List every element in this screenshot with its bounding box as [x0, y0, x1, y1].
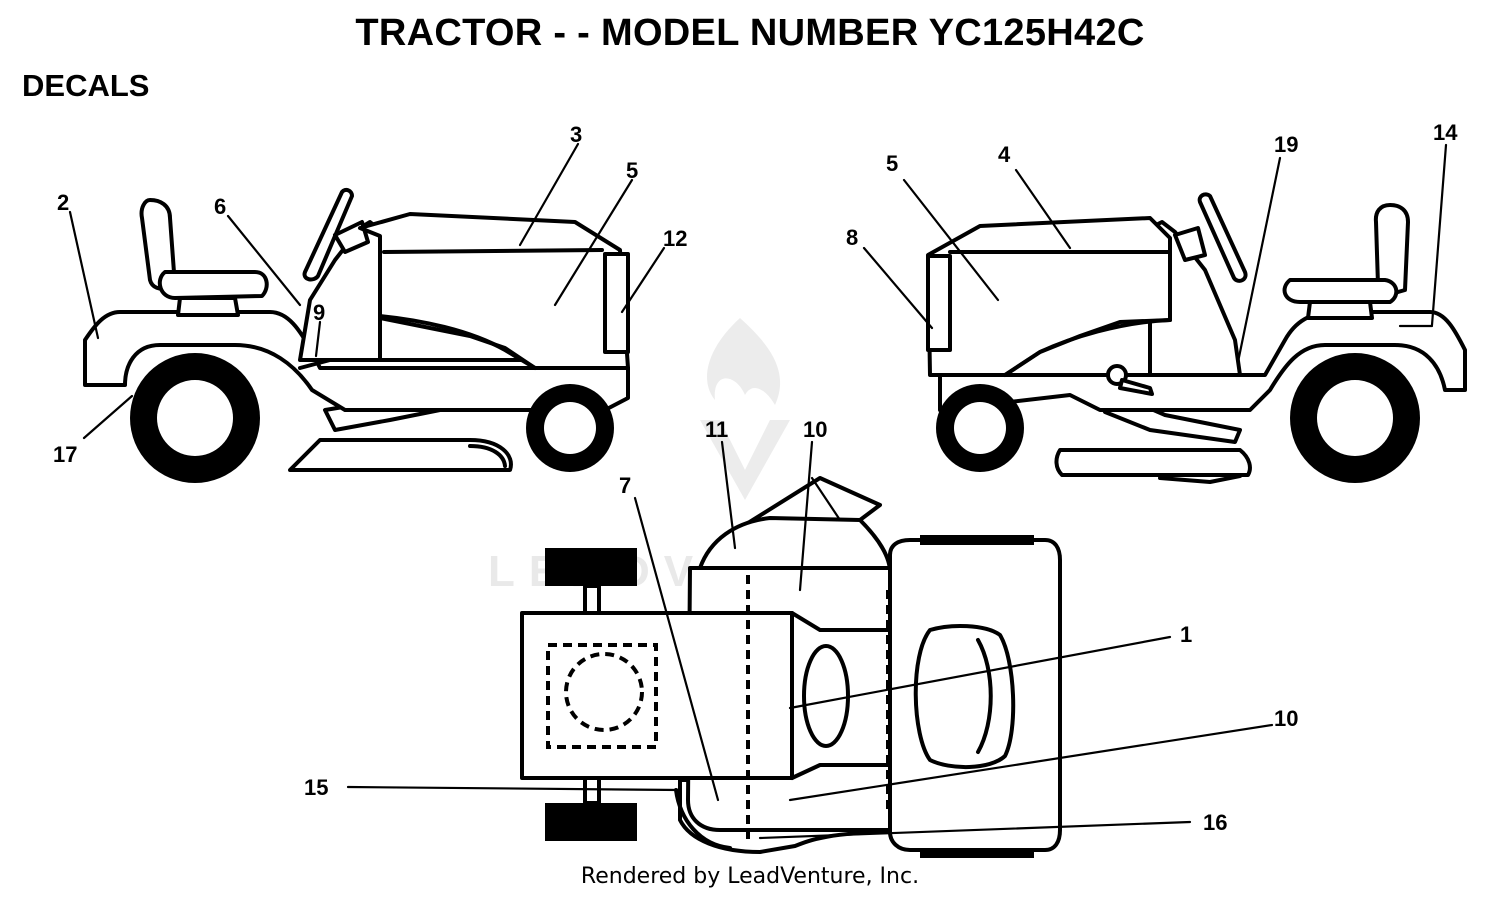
lift-lever [1118, 378, 1154, 396]
leader-top-1 [788, 635, 1172, 710]
tractor-top-view [346, 440, 1274, 858]
leader-top-15 [346, 785, 682, 792]
callout-right-5: 5 [886, 151, 898, 176]
grille [603, 252, 630, 354]
leader-top-16 [758, 820, 1192, 840]
callout-left-9: 9 [313, 300, 325, 325]
rear-left-tire [545, 548, 637, 586]
callout-top-7: 7 [619, 473, 631, 498]
hood-panel-line [1003, 318, 1172, 377]
rear-wheel-hub [1317, 380, 1393, 456]
leader-left-9 [314, 320, 322, 358]
deck-discharge [468, 444, 507, 468]
callout-right-4: 4 [998, 142, 1011, 167]
engine-cover [913, 623, 1016, 769]
leader-right-4 [1014, 168, 1072, 250]
callout-top-11: 11 [705, 417, 728, 442]
rear-right-axle [583, 776, 601, 805]
seat-back [139, 198, 177, 291]
mower-deck [1054, 448, 1252, 477]
steering-wheel-top [802, 644, 850, 748]
leader-left-3 [518, 142, 580, 247]
callout-left-12: 12 [663, 226, 687, 251]
seat-outline [546, 643, 658, 749]
front-right-tire [920, 848, 1034, 858]
steering-wheel [1197, 192, 1248, 283]
belt-guard [674, 788, 732, 850]
callout-left-6: 6 [214, 194, 226, 219]
callout-right-8: 8 [846, 225, 858, 250]
callout-top-10a: 10 [803, 417, 827, 442]
seat-cushion [157, 270, 269, 300]
leader-top-7 [633, 496, 720, 802]
leader-top-10b [788, 723, 1274, 802]
seat-cushion [1282, 278, 1399, 304]
leader-top-11 [720, 440, 737, 550]
front-left-tire [920, 535, 1034, 545]
callout-left-5: 5 [626, 158, 638, 183]
callout-labels: 2 6 3 5 12 9 17 5 4 8 19 14 11 10 7 1 10… [53, 120, 1458, 835]
rear-wheel-hub [157, 380, 233, 456]
callout-top-10b: 10 [1274, 706, 1298, 731]
leader-left-6 [226, 214, 302, 307]
steering-column [1173, 226, 1207, 262]
deck-skirt [1158, 474, 1242, 484]
hood-panel-line [378, 314, 537, 370]
tractor-right-side-view [862, 143, 1467, 484]
leader-top-10a-b [810, 476, 842, 522]
callout-left-2: 2 [57, 190, 69, 215]
steering-wheel [302, 187, 354, 282]
section-heading: DECALS [22, 68, 150, 103]
seat-pan-outline [564, 652, 644, 732]
watermark-v-icon [700, 420, 790, 500]
callout-top-15: 15 [304, 775, 328, 800]
leader-left-2 [68, 210, 100, 340]
callout-left-17: 17 [53, 442, 77, 467]
seat-post [176, 296, 240, 317]
front-wheel-hub [544, 402, 596, 454]
leader-right-8 [862, 246, 934, 330]
tractor-left-side-view [68, 142, 666, 483]
callout-top-16: 16 [1203, 810, 1227, 835]
mower-deck [288, 438, 513, 472]
grille [926, 254, 952, 352]
hood-crease [382, 248, 604, 254]
watermark-flame-icon [707, 318, 781, 405]
leader-right-14 [1430, 143, 1448, 327]
leader-left-12 [620, 246, 666, 314]
page-title: TRACTOR - - MODEL NUMBER YC125H42C [355, 12, 1145, 54]
leader-right-5 [902, 178, 1000, 302]
deck-left-bulge [698, 516, 892, 574]
leader-left-17 [82, 394, 134, 440]
seat-post [1306, 300, 1374, 320]
callout-right-14: 14 [1433, 120, 1458, 145]
footer-credit: Rendered by LeadVenture, Inc. [580, 864, 920, 889]
front-wheel-hub [954, 402, 1006, 454]
leader-right-19 [1236, 156, 1282, 364]
leader-left-5 [553, 178, 634, 307]
callout-top-1: 1 [1180, 622, 1192, 647]
leader-top-10a [798, 440, 814, 592]
rear-right-tire [545, 803, 637, 841]
callout-left-3: 3 [570, 122, 582, 147]
hood [926, 216, 1172, 377]
callout-right-19: 19 [1274, 132, 1298, 157]
engine-cover-curve [976, 638, 993, 754]
